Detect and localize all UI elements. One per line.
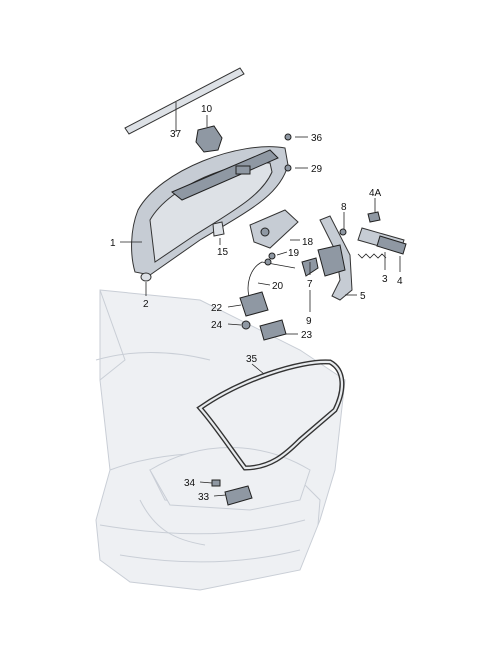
callout-3: 3 [382, 274, 388, 285]
screw-19 [268, 252, 276, 260]
callout-35: 35 [246, 354, 258, 365]
callout-10: 10 [201, 104, 213, 115]
callout-labels: 37 10 36 29 1 2 15 18 19 20 7 9 8 4A 3 4… [110, 104, 403, 503]
callout-8: 8 [341, 202, 347, 213]
callout-9: 9 [306, 316, 312, 327]
callout-37: 37 [170, 129, 182, 140]
callout-2: 2 [143, 299, 149, 310]
rubber-buffer [212, 221, 225, 237]
trunk-seal [196, 359, 345, 471]
lower-striker [224, 485, 253, 506]
gas-strut [357, 227, 407, 255]
callout-5: 5 [360, 291, 366, 302]
trim-strip [124, 67, 245, 135]
callout-4a: 4A [369, 188, 382, 199]
screw-29 [284, 164, 292, 172]
bolt-34 [211, 479, 221, 487]
callout-36: 36 [311, 133, 323, 144]
callout-15: 15 [217, 247, 229, 258]
screw-36 [284, 133, 292, 141]
leader-lines [120, 102, 401, 497]
callout-24: 24 [211, 320, 223, 331]
latch-motor [249, 209, 299, 249]
striker [259, 319, 287, 341]
callout-1: 1 [110, 238, 116, 249]
callout-23: 23 [301, 330, 313, 341]
callout-19: 19 [288, 248, 300, 259]
callout-33: 33 [198, 492, 210, 503]
rod-clip [264, 258, 272, 266]
callout-18: 18 [302, 237, 314, 248]
lock-unit [239, 291, 269, 317]
callout-20: 20 [272, 281, 284, 292]
hinge [317, 215, 353, 301]
callout-34: 34 [184, 478, 196, 489]
trunk-lid [131, 146, 289, 276]
bracket-4a [367, 211, 381, 223]
callout-22: 22 [211, 303, 223, 314]
callout-7: 7 [307, 279, 313, 290]
plug [140, 272, 152, 282]
screw-24 [241, 320, 251, 330]
lock-cylinder [195, 125, 223, 153]
spring [357, 253, 387, 259]
callout-29: 29 [311, 164, 323, 175]
screw-8 [339, 228, 347, 236]
callout-4: 4 [397, 276, 403, 287]
